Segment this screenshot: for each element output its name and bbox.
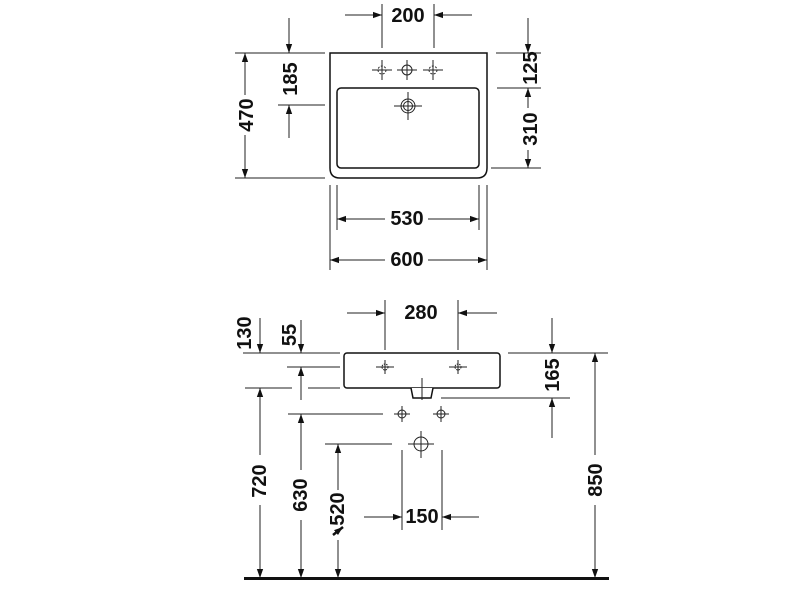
dim-underside-height: 720: [249, 464, 271, 497]
top-view: 200 185 470 125 310 530 600: [235, 4, 542, 271]
supply-left-icon: [394, 406, 410, 422]
dim-total-width: 600: [390, 249, 423, 271]
dim-tap-row-offset: 125: [520, 51, 542, 84]
dim-siphon-depth: 165: [542, 358, 564, 391]
dim-supply-spacing: 150: [405, 506, 438, 528]
tap-hole-right-icon: [423, 60, 443, 80]
dim-tap-spacing-top: 200: [391, 5, 424, 27]
dim-rim-height: 850: [585, 463, 607, 496]
dim-bowl-width: 530: [390, 208, 423, 230]
drain-icon: [394, 92, 422, 120]
bowl-outline: [336, 87, 480, 169]
front-view: 280 130 55 720 630 520 150 165 850: [234, 300, 609, 580]
dim-waste-height: 520: [327, 492, 349, 525]
dim-overflow-depth: 185: [280, 62, 302, 95]
supply-right-icon: [433, 406, 449, 422]
dim-tap-spacing-front: 280: [404, 302, 437, 324]
dim-supply-height: 630: [290, 478, 312, 511]
tap-hole-left-icon: [372, 60, 392, 80]
dim-basin-height: 130: [234, 316, 256, 349]
dim-bowl-depth: 310: [520, 112, 542, 145]
pointer-arrow-icon: [332, 526, 344, 536]
waste-outlet-icon: [408, 431, 434, 458]
tap-left-icon: [376, 360, 394, 374]
tap-hole-center-icon: [397, 60, 417, 80]
dim-tap-offset: 55: [279, 324, 301, 346]
tap-right-icon: [449, 360, 467, 374]
dim-total-depth: 470: [236, 98, 258, 131]
